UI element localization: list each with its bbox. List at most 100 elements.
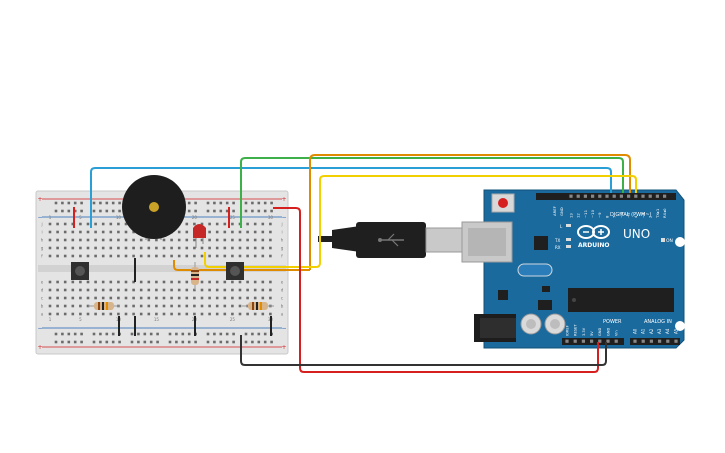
digital-pin[interactable] — [663, 194, 667, 198]
resistor-button-left[interactable] — [88, 302, 120, 310]
breadboard-hole — [63, 254, 67, 258]
row-letter: h — [281, 238, 284, 243]
power-pin[interactable] — [565, 339, 569, 343]
wire-red[interactable] — [273, 207, 599, 373]
button-cap[interactable] — [230, 266, 240, 276]
analog-pin[interactable] — [641, 339, 645, 343]
breadboard-hole — [170, 312, 173, 316]
wire-black[interactable] — [240, 335, 607, 366]
digital-pin[interactable] — [598, 194, 602, 198]
rail-hole — [61, 201, 64, 205]
analog-pin[interactable] — [658, 339, 662, 343]
breadboard-hole — [124, 288, 128, 292]
breadboard-hole — [101, 238, 105, 242]
digital-pin[interactable] — [612, 194, 616, 198]
digital-pin[interactable] — [641, 194, 645, 198]
breadboard-hole — [155, 288, 158, 292]
power-pin[interactable] — [573, 339, 577, 343]
breadboard-hole — [155, 246, 158, 250]
breadboard-hole — [177, 238, 181, 242]
power-pin[interactable] — [590, 339, 594, 343]
breadboard-hole — [215, 238, 219, 242]
breadboard-hole — [238, 288, 242, 292]
digital-pin[interactable] — [605, 194, 609, 198]
breadboard-hole — [101, 254, 105, 258]
rail-hole — [206, 340, 210, 344]
digital-pin[interactable] — [627, 194, 631, 198]
breadboard-hole — [185, 312, 189, 316]
wire-yellow[interactable] — [204, 175, 637, 268]
wire-orange[interactable] — [309, 154, 631, 270]
breadboard-hole — [223, 288, 227, 292]
breadboard-hole — [86, 246, 90, 250]
resistor-band — [98, 302, 100, 310]
wire-blue[interactable] — [90, 167, 612, 228]
on-led — [661, 238, 665, 242]
red-led[interactable] — [193, 224, 206, 248]
analog-pin-label: A0 — [632, 328, 637, 334]
breadboard-hole — [269, 246, 272, 250]
breadboard-hole — [109, 238, 113, 242]
row-letter: g — [281, 246, 284, 251]
digital-pin[interactable] — [634, 194, 638, 198]
digital-pin[interactable] — [655, 194, 659, 198]
breadboard-hole — [170, 238, 173, 242]
digital-pin[interactable] — [648, 194, 652, 198]
digital-pin[interactable] — [591, 194, 595, 198]
usb-cable[interactable] — [318, 222, 463, 258]
power-pin[interactable] — [581, 339, 585, 343]
rail-hole — [206, 332, 210, 336]
analog-pin[interactable] — [666, 339, 670, 343]
power-pin[interactable] — [606, 339, 610, 343]
power-pin[interactable] — [598, 339, 602, 343]
rail-hole — [194, 209, 197, 213]
digital-pin-label: TX▸1 — [655, 208, 660, 219]
push-button-left[interactable] — [71, 262, 89, 280]
row-letter: j — [280, 222, 282, 227]
power-pin-label: RESET — [574, 324, 578, 336]
digital-pin-label: 8 — [604, 215, 609, 218]
breadboard-hole — [79, 304, 82, 308]
breadboard-hole — [238, 254, 242, 258]
breadboard-hole — [177, 254, 181, 258]
analog-pin[interactable] — [633, 339, 637, 343]
breadboard-hole — [101, 222, 105, 226]
column-number: 15 — [154, 317, 160, 322]
digital-pin[interactable] — [619, 194, 623, 198]
breadboard-hole — [223, 280, 227, 284]
reset-button-cap[interactable] — [498, 198, 508, 208]
digital-pin-label: RX◂0 — [662, 208, 667, 218]
power-pin[interactable] — [614, 339, 618, 343]
rail-sign: − — [281, 325, 286, 332]
digital-pin[interactable] — [576, 194, 580, 198]
digital-pin[interactable] — [569, 194, 573, 198]
push-button-right[interactable] — [226, 262, 244, 280]
breadboard-hole — [208, 304, 211, 308]
button-cap[interactable] — [75, 266, 85, 276]
breadboard-hole — [147, 304, 151, 308]
dc-power-jack-inner — [480, 318, 516, 338]
wire-green[interactable] — [240, 157, 624, 228]
arduino-uno-board[interactable]: ARDUINO UNO DIGITAL (PWM~) POWER ANALOG … — [461, 189, 685, 349]
breadboard-hole — [246, 238, 249, 242]
breadboard-hole — [56, 230, 59, 234]
breadboard-hole — [101, 288, 105, 292]
wire-orange-breadboard[interactable] — [173, 260, 310, 271]
on-label: ON — [666, 238, 673, 244]
digital-pin[interactable] — [583, 194, 587, 198]
resistor-band — [260, 302, 262, 310]
analog-pin[interactable] — [674, 339, 678, 343]
piezo-buzzer[interactable] — [122, 175, 186, 240]
breadboard-hole — [215, 246, 219, 250]
rail-hole — [67, 209, 71, 213]
breadboard-hole — [231, 304, 234, 308]
rail-hole — [54, 209, 58, 213]
l-led-label: L — [560, 224, 563, 229]
small-chip — [542, 286, 550, 292]
resistor-button-right[interactable] — [242, 302, 274, 310]
analog-pin[interactable] — [649, 339, 653, 343]
breadboard-hole — [71, 246, 75, 250]
l-led — [566, 224, 571, 227]
resistor-led[interactable] — [191, 262, 199, 290]
rail-hole — [105, 332, 109, 336]
